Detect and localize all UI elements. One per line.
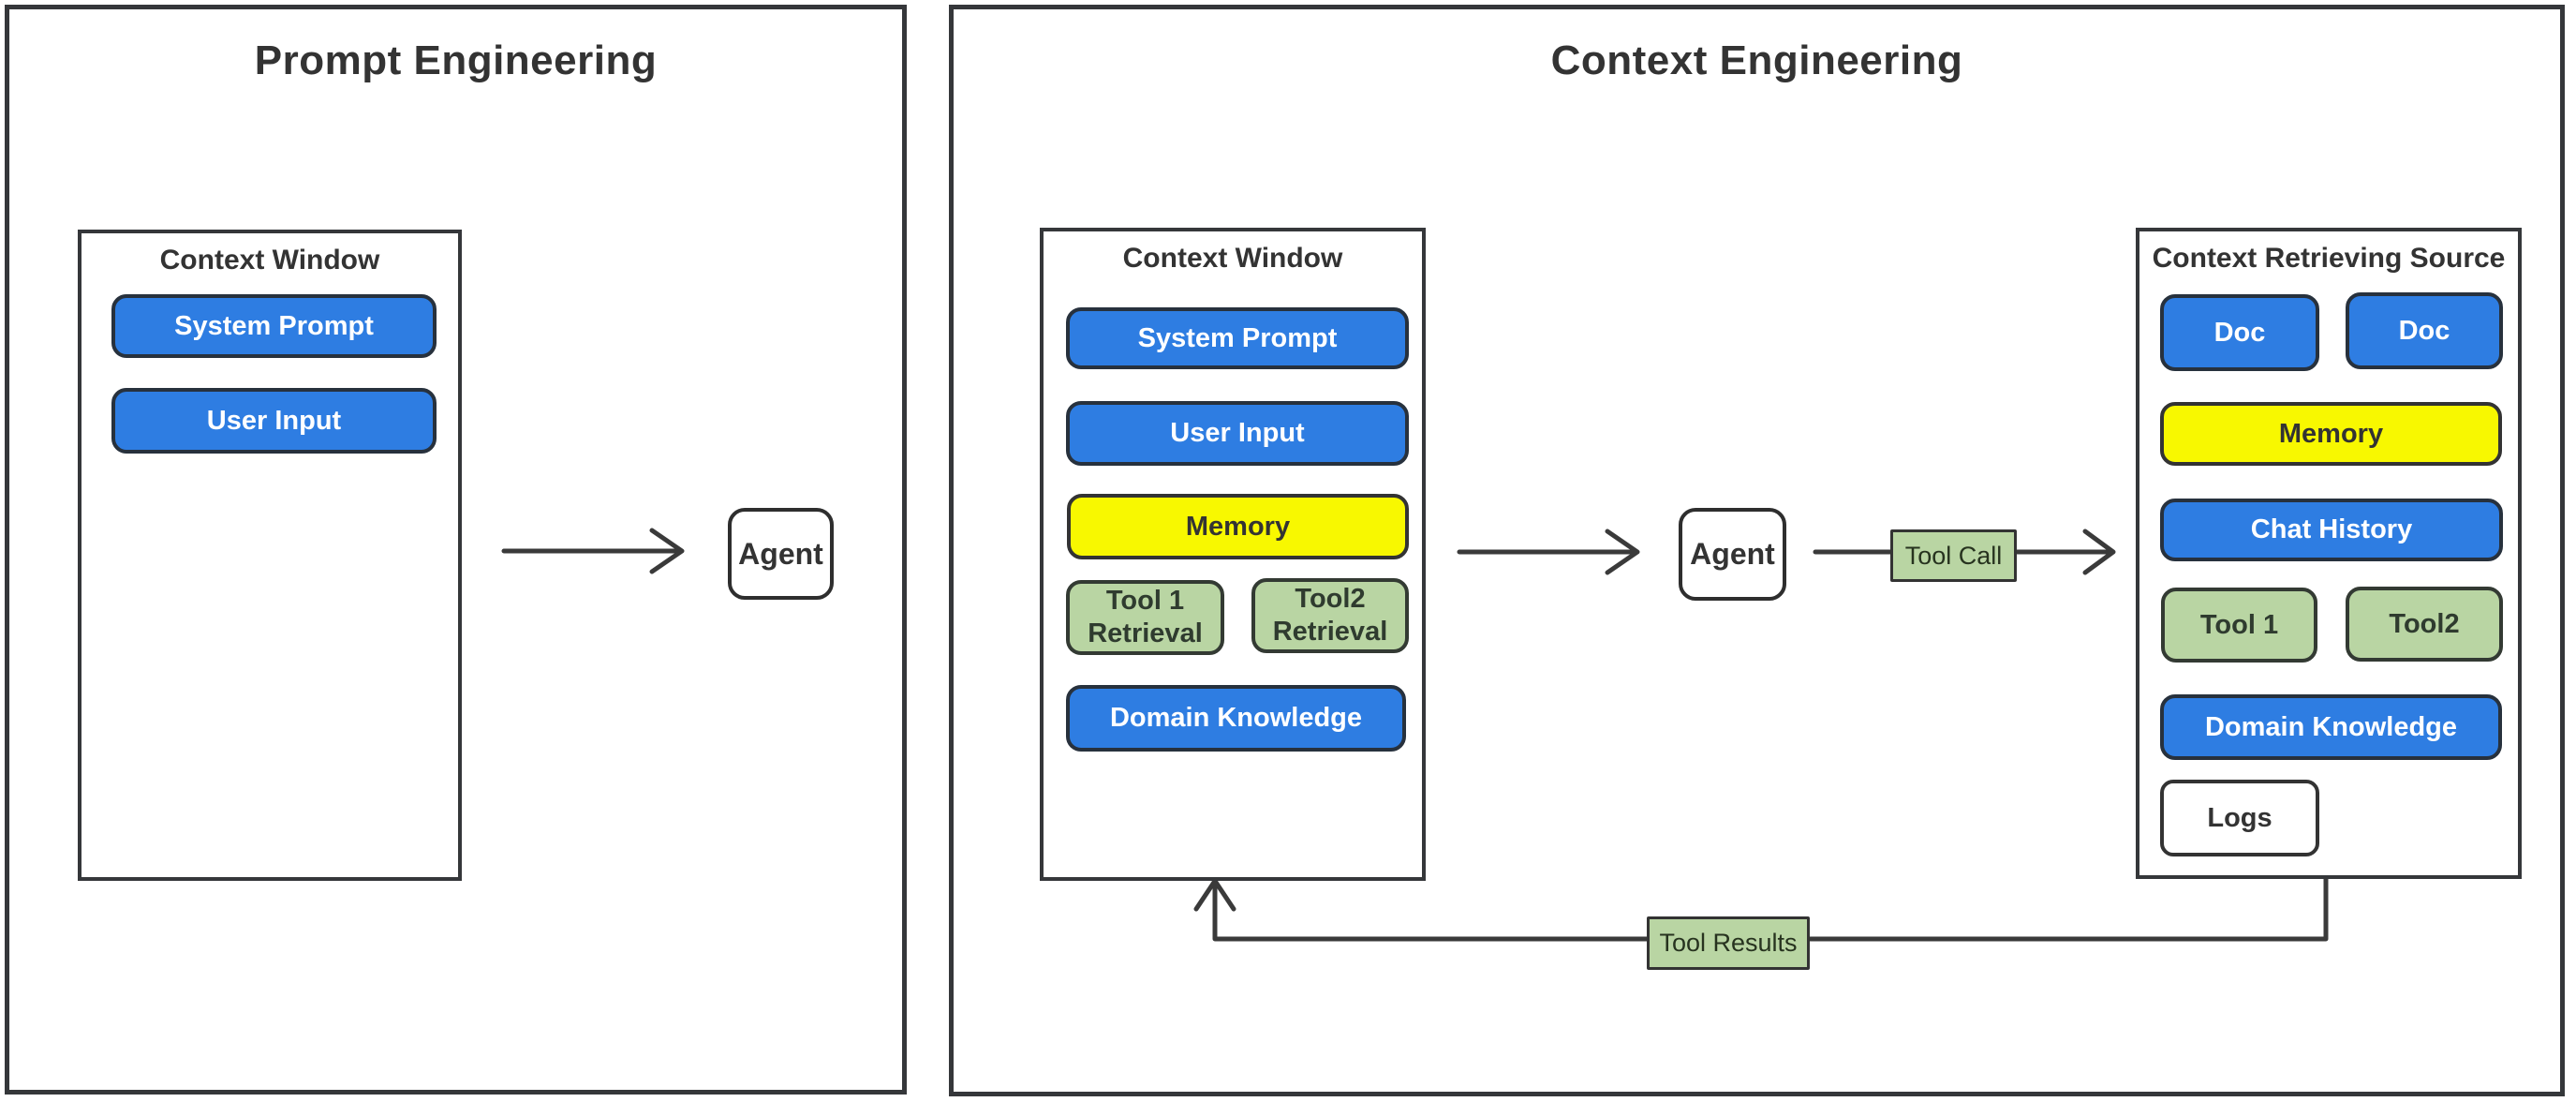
prompt-engineering-panel: Prompt Engineering Context Window System… bbox=[5, 5, 907, 1095]
tool-results-label: Tool Results bbox=[1659, 929, 1798, 957]
system-prompt-label: System Prompt bbox=[174, 310, 374, 341]
tool1-retrieval-node: Tool 1 Retrieval bbox=[1066, 580, 1224, 655]
context-window-box: Context Window System Prompt User Input bbox=[78, 230, 462, 881]
doc-node: Doc bbox=[2160, 294, 2319, 371]
domain-knowledge-node: Domain Knowledge bbox=[2160, 694, 2502, 760]
agent-node: Agent bbox=[728, 508, 834, 600]
tool2-node: Tool2 bbox=[2346, 587, 2503, 662]
system-prompt-label: System Prompt bbox=[1137, 322, 1338, 353]
context-retrieving-source-box: Context Retrieving Source Doc Doc Memory… bbox=[2136, 228, 2522, 879]
tool-call-tag: Tool Call bbox=[1890, 529, 2017, 582]
agent-node: Agent bbox=[1679, 508, 1786, 601]
system-prompt-node: System Prompt bbox=[111, 294, 437, 358]
agent-label: Agent bbox=[1690, 537, 1775, 571]
user-input-node: User Input bbox=[1066, 401, 1409, 466]
tool-results-tag: Tool Results bbox=[1647, 916, 1810, 970]
tool2-retrieval-label: Tool2 Retrieval bbox=[1272, 584, 1388, 647]
memory-node: Memory bbox=[1067, 494, 1409, 559]
context-engineering-panel: Context Engineering Context Window Syste… bbox=[949, 5, 2565, 1096]
agent-label: Agent bbox=[738, 536, 823, 571]
tool1-label: Tool 1 bbox=[2199, 609, 2279, 640]
system-prompt-node: System Prompt bbox=[1066, 307, 1409, 369]
domain-knowledge-label: Domain Knowledge bbox=[1109, 703, 1363, 734]
prompt-engineering-title: Prompt Engineering bbox=[254, 37, 658, 83]
logs-label: Logs bbox=[2207, 802, 2273, 833]
domain-knowledge-node: Domain Knowledge bbox=[1066, 685, 1406, 752]
memory-label: Memory bbox=[1185, 511, 1291, 542]
domain-knowledge-label: Domain Knowledge bbox=[2204, 711, 2458, 742]
context-window-box: Context Window System Prompt User Input … bbox=[1040, 228, 1426, 881]
tool-call-label: Tool Call bbox=[1904, 541, 2003, 570]
context-retrieving-source-heading: Context Retrieving Source bbox=[2152, 243, 2506, 274]
tool2-retrieval-node: Tool2 Retrieval bbox=[1251, 578, 1409, 653]
chat-history-node: Chat History bbox=[2160, 499, 2503, 561]
context-window-heading: Context Window bbox=[1122, 243, 1343, 274]
user-input-label: User Input bbox=[206, 405, 342, 436]
tool1-node: Tool 1 bbox=[2161, 588, 2317, 663]
tool1-retrieval-label: Tool 1 Retrieval bbox=[1088, 586, 1203, 648]
memory-label: Memory bbox=[2278, 418, 2384, 449]
logs-node: Logs bbox=[2160, 780, 2319, 856]
context-window-heading: Context Window bbox=[159, 245, 380, 276]
user-input-node: User Input bbox=[111, 388, 437, 454]
context-engineering-title: Context Engineering bbox=[1550, 37, 1963, 83]
doc-label: Doc bbox=[2398, 315, 2450, 346]
tool2-label: Tool2 bbox=[2389, 608, 2460, 639]
doc-label: Doc bbox=[2213, 317, 2266, 348]
user-input-label: User Input bbox=[1170, 418, 1305, 449]
chat-history-label: Chat History bbox=[2250, 514, 2413, 545]
doc-node: Doc bbox=[2346, 292, 2503, 369]
memory-node: Memory bbox=[2160, 402, 2502, 466]
